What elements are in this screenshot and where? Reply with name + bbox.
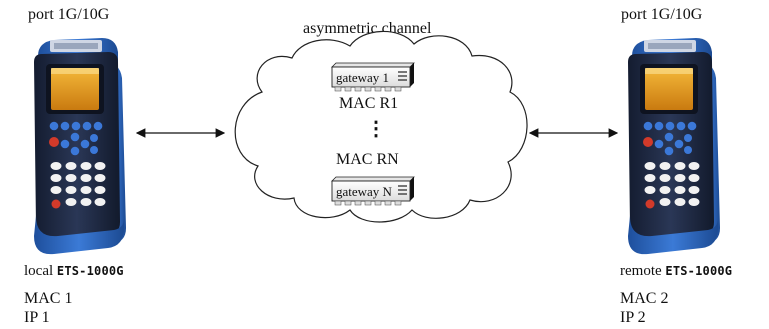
- left-device-name: local ETS-1000G: [24, 263, 124, 280]
- channel-title: asymmetric channel: [303, 20, 432, 37]
- right-tester-device: [628, 38, 720, 255]
- right-device-name: remote ETS-1000G: [620, 263, 732, 280]
- right-port-label: port 1G/10G: [621, 6, 703, 23]
- gateway-n-label: gateway N: [336, 184, 392, 199]
- channel-cloud: [234, 30, 528, 223]
- right-ip-label: IP 2: [620, 309, 646, 326]
- gateway-n-box: [331, 176, 415, 206]
- right-device-prefix: remote: [620, 263, 662, 279]
- left-port-label: port 1G/10G: [28, 6, 110, 23]
- left-tester-device: [34, 38, 126, 255]
- mac-r1-label: MAC R1: [339, 95, 399, 112]
- left-device-model: ETS-1000G: [56, 264, 124, 278]
- right-mac-label: MAC 2: [620, 290, 669, 307]
- gateway-1-label: gateway 1: [336, 70, 390, 85]
- gateway-1-box: [331, 62, 415, 92]
- left-ip-label: IP 1: [24, 309, 50, 326]
- left-mac-label: MAC 1: [24, 290, 73, 307]
- mac-rn-label: MAC RN: [336, 151, 399, 168]
- right-device-model: ETS-1000G: [665, 264, 733, 278]
- ellipsis-vertical: ⋮: [366, 118, 386, 140]
- left-device-prefix: local: [24, 263, 54, 279]
